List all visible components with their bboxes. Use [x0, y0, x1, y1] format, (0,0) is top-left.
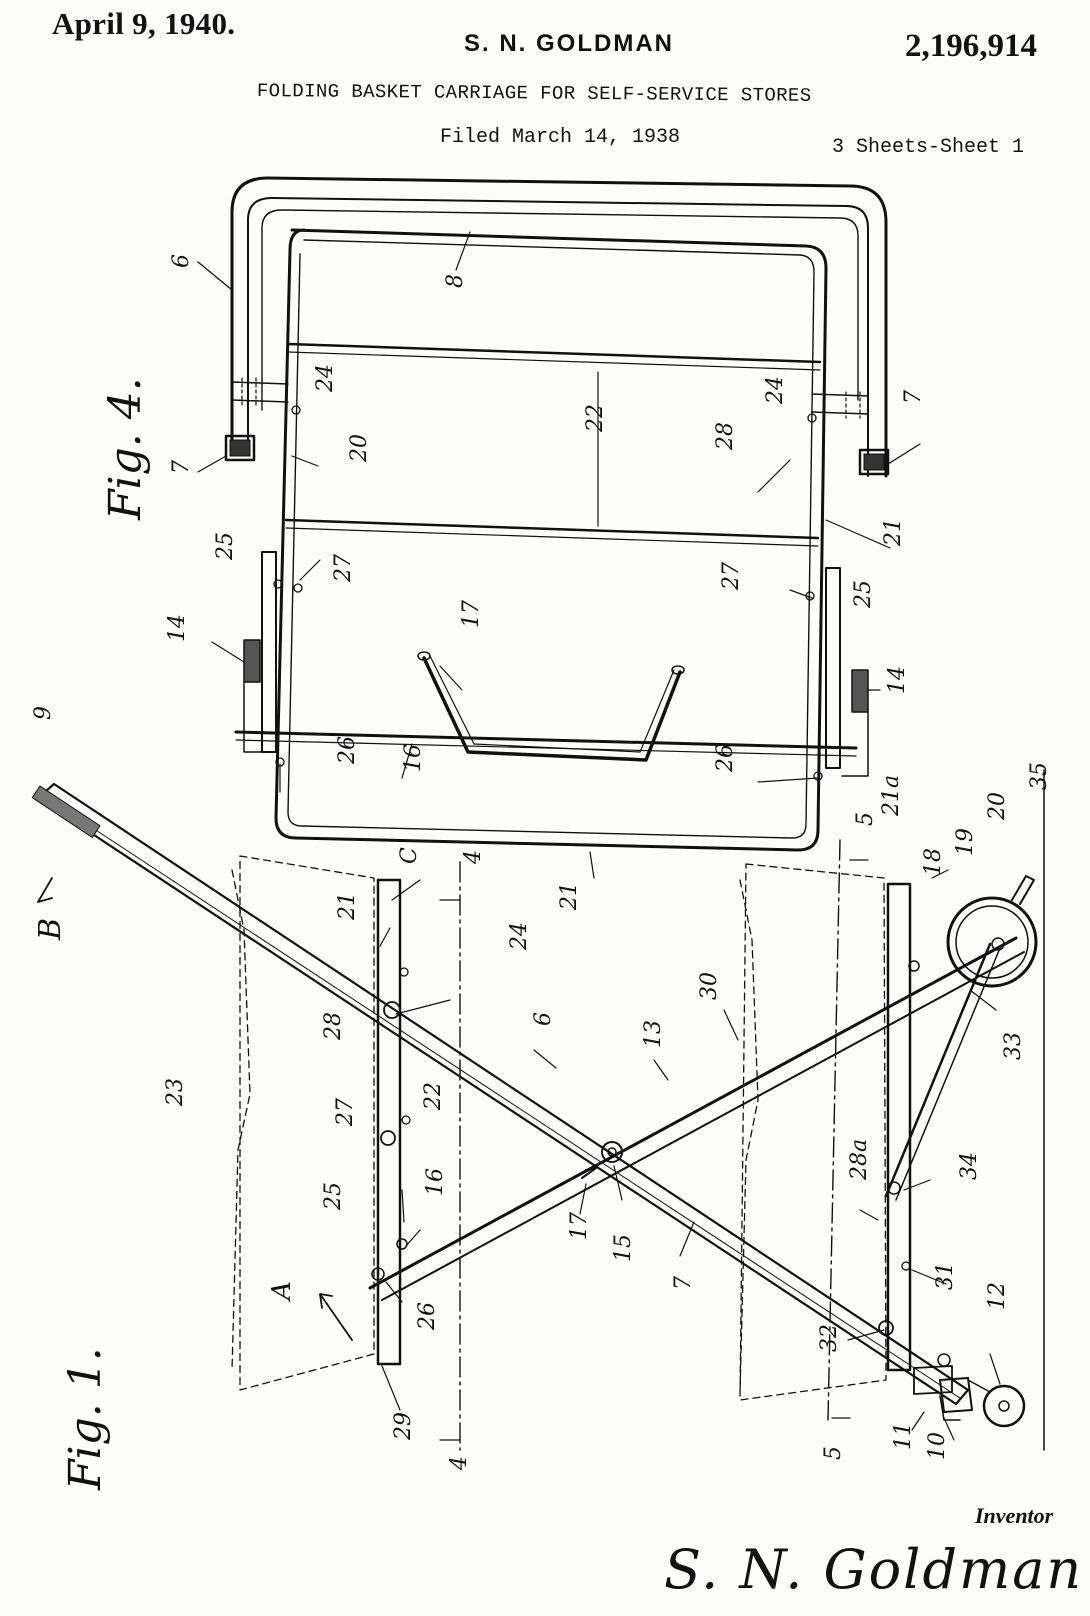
ref-numeral: 29 — [391, 1412, 416, 1441]
ref-numeral: 28 — [321, 1012, 346, 1041]
fig1-labels: 9 B C 4 21 24 6 13 30 5 21a 18 19 20 35 … — [31, 706, 1052, 1471]
ref-numeral: 11 — [891, 1422, 916, 1450]
ref-numeral: 6 — [169, 254, 194, 268]
ref-numeral: 31 — [933, 1262, 958, 1290]
ref-numeral: 13 — [641, 1020, 666, 1048]
ref-numeral: 19 — [953, 828, 978, 856]
ref-numeral: 35 — [1027, 762, 1052, 790]
fig4-caption: Fig. 4. — [100, 377, 151, 521]
ref-numeral: 28 — [713, 422, 738, 451]
ref-numeral: 27 — [719, 562, 744, 591]
ref-numeral: 26 — [415, 1302, 440, 1331]
ref-numeral: 24 — [313, 364, 338, 393]
ref-numeral: A — [267, 1281, 297, 1302]
ref-numeral: 4 — [447, 1456, 472, 1471]
ref-numeral: 18 — [921, 848, 946, 876]
ref-numeral: 8 — [443, 274, 468, 288]
inventor-signature: S. N. Goldman — [664, 1538, 1084, 1601]
ref-numeral: 6 — [531, 1012, 556, 1026]
ref-numeral: 12 — [985, 1282, 1010, 1310]
ref-numeral: 21 — [557, 882, 582, 911]
fig4-labels: 6 8 7 24 20 22 24 28 7 21 25 27 27 25 14… — [165, 254, 926, 911]
ref-numeral: C — [397, 847, 422, 864]
ref-numeral: 28a — [847, 1139, 872, 1181]
ref-numeral: 5 — [821, 1446, 846, 1460]
ref-numeral: 4 — [461, 850, 486, 865]
patent-number: 2,196,914 — [905, 28, 1037, 64]
ref-numeral: 33 — [1001, 1032, 1026, 1060]
ref-numeral: 21a — [879, 775, 904, 817]
ref-numeral: 16 — [423, 1168, 448, 1196]
ref-numeral: 7 — [169, 460, 194, 474]
ref-numeral: 25 — [851, 580, 876, 609]
ref-numeral: 21 — [881, 518, 906, 547]
ref-numeral: 21 — [335, 892, 360, 921]
filing-date: Filed March 14, 1938 — [440, 126, 681, 149]
ref-numeral: 20 — [985, 792, 1010, 821]
ref-numeral: 9 — [31, 706, 56, 720]
ref-numeral: 10 — [925, 1432, 950, 1460]
ref-numeral: 5 — [853, 812, 878, 826]
fig1-caption: Fig. 1. — [60, 1347, 111, 1491]
ref-numeral: 14 — [885, 666, 910, 694]
fig4-drawing — [197, 176, 921, 879]
inventor-label: Inventor — [975, 1503, 1054, 1528]
ref-numeral: 27 — [333, 1098, 358, 1127]
ref-numeral: 15 — [611, 1234, 636, 1262]
ref-numeral: 14 — [165, 614, 190, 642]
ref-numeral: 25 — [213, 532, 238, 561]
ref-numeral: 22 — [421, 1082, 446, 1111]
ref-numeral: 34 — [957, 1152, 982, 1180]
ref-numeral: 20 — [347, 434, 372, 463]
ref-numeral: 26 — [335, 736, 360, 765]
inventor-name: S. N. GOLDMAN — [464, 30, 674, 57]
fig1-drawing — [31, 769, 1045, 1451]
ref-numeral: 30 — [697, 972, 722, 1000]
ref-numeral: 17 — [567, 1212, 592, 1240]
ref-numeral: 23 — [163, 1078, 188, 1107]
ref-numeral: 16 — [401, 744, 426, 772]
ref-numeral: 22 — [583, 404, 608, 433]
patent-date: April 9, 1940. — [52, 6, 236, 41]
ref-numeral: 32 — [817, 1324, 842, 1352]
ref-numeral: 27 — [331, 554, 356, 583]
ref-numeral: 25 — [321, 1182, 346, 1211]
ref-numeral: B — [33, 918, 68, 941]
ref-numeral: 7 — [901, 390, 926, 404]
ref-numeral: 24 — [763, 376, 788, 405]
ref-numeral: 26 — [713, 744, 738, 773]
sheet-count: 3 Sheets-Sheet 1 — [832, 136, 1025, 159]
ref-numeral: 24 — [507, 922, 532, 951]
ref-numeral: 17 — [459, 600, 484, 628]
ref-numeral: 7 — [671, 1276, 696, 1290]
